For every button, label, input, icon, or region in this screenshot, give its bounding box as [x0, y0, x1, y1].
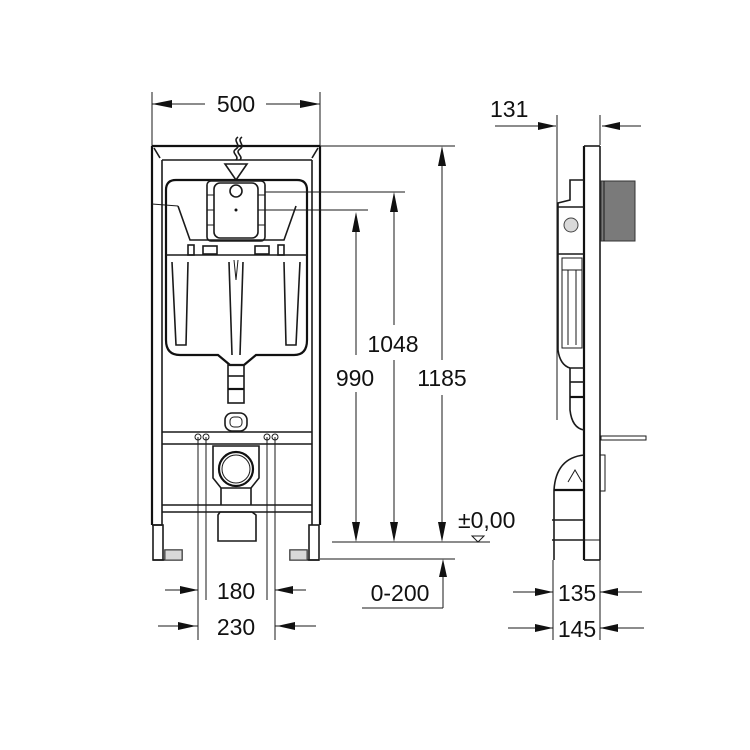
water-inlet-icon — [223, 136, 249, 182]
dim-width-500: 500 — [151, 91, 321, 146]
drain-connection — [212, 445, 260, 542]
side-flush-pipe — [569, 368, 585, 431]
side-drain — [552, 454, 606, 560]
flush-pipe — [224, 364, 248, 432]
side-cistern — [557, 179, 584, 369]
dim-depth-145: 145 — [508, 616, 644, 642]
dim-depth-131: 131 — [490, 96, 641, 420]
side-view: 131 — [490, 96, 647, 642]
dim-bottom-230: 230 — [158, 614, 316, 640]
adjustment-label: 0-200 — [371, 580, 430, 606]
dim-135-label: 135 — [558, 580, 596, 606]
dim-180-label: 180 — [217, 578, 255, 604]
dim-145-label: 145 — [558, 616, 596, 642]
dim-adjustment-0-200: 0-200 — [362, 559, 447, 609]
dim-1048-label: 1048 — [367, 331, 418, 357]
height-extension-lines — [265, 145, 490, 560]
side-frame — [582, 145, 601, 561]
mounting-bolts — [194, 433, 279, 640]
dim-230-label: 230 — [217, 614, 255, 640]
width-label: 500 — [217, 91, 255, 117]
dim-height-1185: 1185 — [417, 146, 467, 542]
dim-height-1048: 1048 — [367, 192, 419, 542]
dim-1185-label: 1185 — [417, 365, 466, 391]
front-view: 500 — [150, 91, 515, 640]
dim-131-label: 131 — [490, 96, 528, 122]
dim-depth-135: 135 — [513, 560, 642, 640]
floor-reference-label: ±0,00 — [458, 507, 515, 533]
cistern — [151, 178, 309, 367]
flush-plate — [600, 180, 636, 242]
dim-990-label: 990 — [336, 365, 374, 391]
dim-height-990: 990 — [336, 212, 374, 542]
side-bolt — [600, 435, 647, 441]
floor-reference: ±0,00 — [458, 507, 515, 543]
dim-bottom-180: 180 — [165, 578, 306, 604]
